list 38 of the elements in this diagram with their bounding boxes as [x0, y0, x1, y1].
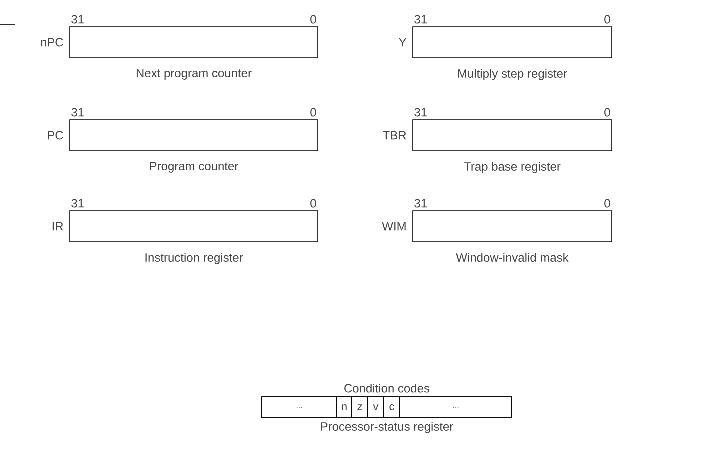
bit-number: 31: [72, 199, 84, 208]
register-caption: Program counter: [150, 162, 238, 173]
register-name: TBR: [383, 131, 406, 140]
register-name: PC: [48, 131, 64, 140]
bit-number: 0: [604, 108, 610, 117]
bit-field: v: [368, 396, 384, 418]
bit-field: c: [384, 396, 400, 418]
bit-number: 0: [310, 199, 316, 208]
bit-field: z: [352, 396, 368, 418]
bit-number: 0: [310, 15, 316, 24]
register-caption: Processor-status register: [321, 422, 454, 434]
field-caption: Condition codes: [344, 384, 430, 393]
register-box: [412, 26, 612, 58]
bit-number: 31: [414, 15, 427, 24]
bit-number: 31: [414, 199, 427, 208]
bit-number: 31: [72, 15, 84, 24]
register-box: [70, 26, 318, 58]
register-box: [70, 120, 318, 152]
bit-number: 0: [604, 199, 610, 208]
register-box: [70, 210, 318, 242]
register-box: [412, 120, 612, 152]
register-caption: Multiply step register: [458, 69, 568, 80]
bit-number: 31: [414, 108, 427, 117]
register-name: nPC: [41, 38, 64, 47]
register-caption: Trap base register: [464, 162, 561, 174]
register-name: WIM: [382, 222, 406, 231]
bit-field: n: [336, 396, 352, 418]
register-caption: Instruction register: [146, 253, 244, 264]
bit-field: ...: [262, 396, 338, 418]
register-name: IR: [52, 222, 64, 231]
bit-number: 0: [310, 108, 316, 117]
register-name: Y: [399, 38, 407, 47]
register-box: [412, 210, 612, 242]
bit-field: ...: [400, 396, 512, 418]
bit-number: 31: [72, 108, 84, 117]
register-caption: Window-invalid mask: [456, 253, 569, 262]
bit-number: 0: [604, 15, 610, 24]
register-caption: Next program counter: [136, 69, 252, 80]
